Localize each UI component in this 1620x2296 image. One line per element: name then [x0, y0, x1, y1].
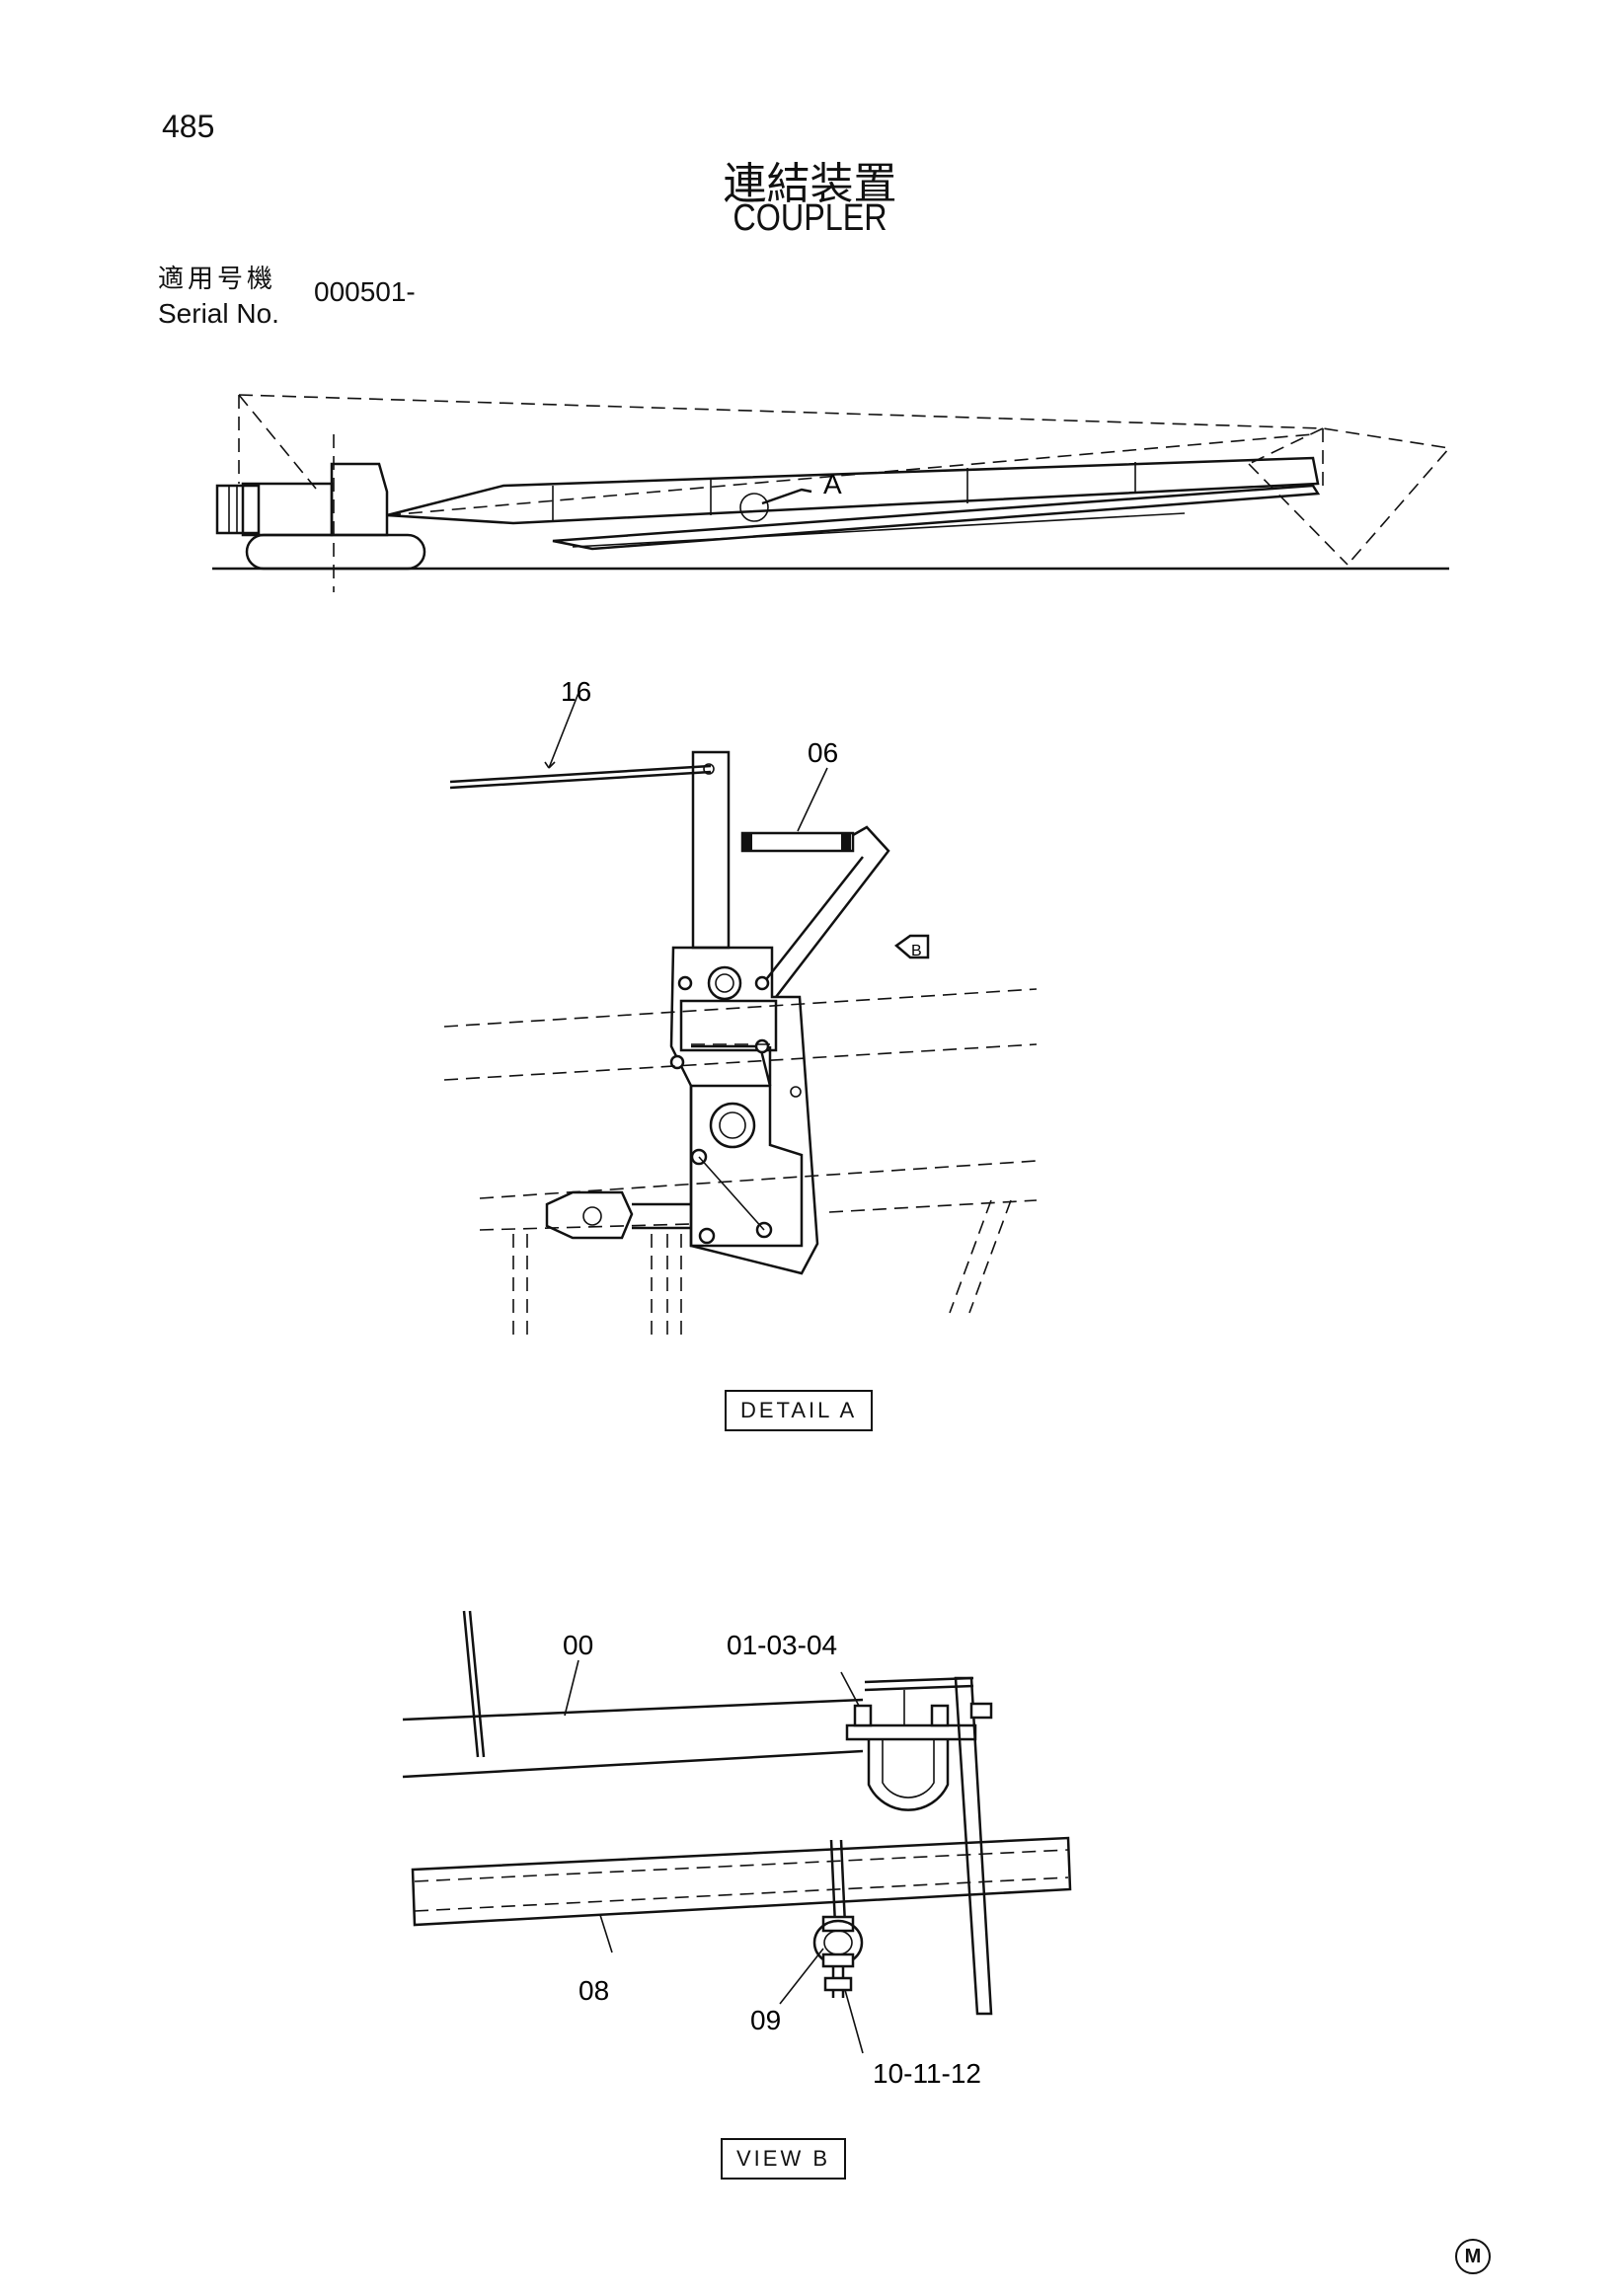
view-b-drawing	[402, 1610, 1072, 2054]
detail-a-part-16: 16	[561, 676, 591, 707]
serial-label-japanese: 適用号機	[158, 265, 277, 294]
detail-a-label-box: DETAIL A	[725, 1390, 874, 1431]
view-b-marker: B	[911, 943, 922, 959]
view-b-part-10-11-12: 10-11-12	[873, 2058, 981, 2089]
view-b-part-00: 00	[563, 1630, 593, 1660]
page-title-english: COUPLER	[733, 197, 887, 239]
view-b-part-09: 09	[750, 2005, 781, 2035]
detail-a-part-06: 06	[808, 737, 838, 768]
view-b-label-box: VIEW B	[721, 2138, 847, 2180]
view-b-part-01-03-04: 01-03-04	[727, 1630, 837, 1660]
detail-a-drawing	[443, 692, 1038, 1342]
view-b-part-08: 08	[579, 1975, 609, 2006]
page-number: 485	[162, 109, 215, 144]
overview-machine-drawing	[212, 394, 1451, 592]
serial-number-value: 000501-	[314, 276, 416, 307]
serial-label-english: Serial No.	[158, 298, 279, 329]
overview-callout-a: A	[823, 469, 842, 499]
footer-mark: M	[1455, 2239, 1491, 2274]
page-title-japanese: 連結装置	[723, 159, 897, 209]
